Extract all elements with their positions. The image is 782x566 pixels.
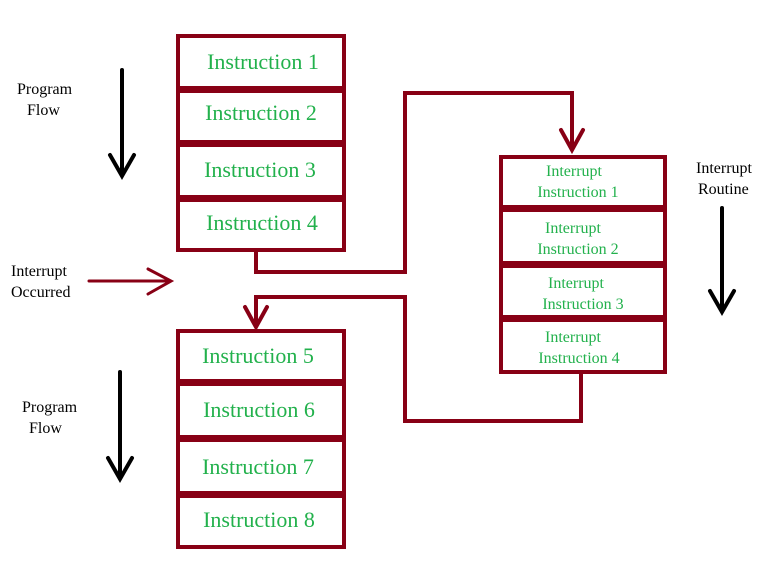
resume-instruction-block: Instruction 5 Instruction 6 Instruction …	[176, 329, 346, 549]
interrupt-routine-label: Interrupt Routine	[696, 160, 753, 198]
program-flow-arrow-bottom	[106, 370, 134, 484]
instruction-6: Instruction 6	[203, 397, 315, 422]
instruction-5: Instruction 5	[202, 343, 314, 368]
instruction-8: Instruction 8	[203, 507, 315, 532]
interrupt-instruction-2-line2: Instruction 2	[537, 241, 618, 258]
interrupt-instruction-1-line2: Instruction 1	[537, 184, 618, 201]
interrupt-routine-flow-arrow	[708, 206, 736, 317]
main-instruction-block: Instruction 1 Instruction 2 Instruction …	[176, 34, 346, 252]
program-flow-bottom-line1: Program	[22, 399, 78, 416]
interrupt-instruction-1-line1: Interrupt	[546, 163, 603, 180]
interrupt-instruction-4-line2: Instruction 4	[538, 350, 619, 367]
interrupt-routine-line2: Routine	[698, 181, 749, 198]
instruction-3: Instruction 3	[204, 157, 316, 182]
program-flow-top-line1: Program	[17, 81, 73, 98]
return-connector	[243, 295, 583, 423]
interrupt-jump-connector	[254, 91, 585, 274]
program-flow-arrow-top	[108, 68, 136, 181]
interrupt-routine-block: Interrupt Instruction 1 Interrupt Instru…	[499, 155, 667, 374]
interrupt-instruction-4-line1: Interrupt	[545, 329, 602, 346]
interrupt-occurred-arrow	[87, 267, 175, 296]
interrupt-instruction-2-line1: Interrupt	[545, 220, 602, 237]
program-flow-label-top: Program Flow	[17, 81, 73, 119]
interrupt-occurred-line1: Interrupt	[11, 263, 68, 280]
instruction-1: Instruction 1	[207, 49, 319, 74]
interrupt-routine-line1: Interrupt	[696, 160, 753, 177]
instruction-4: Instruction 4	[206, 210, 318, 235]
interrupt-occurred-line2: Occurred	[11, 284, 71, 301]
program-flow-top-line2: Flow	[27, 102, 60, 119]
interrupt-occurred-label: Interrupt Occurred	[11, 263, 71, 301]
program-flow-label-bottom: Program Flow	[22, 399, 78, 437]
interrupt-instruction-3-line1: Interrupt	[548, 275, 605, 292]
program-flow-bottom-line2: Flow	[29, 420, 62, 437]
instruction-7: Instruction 7	[202, 454, 314, 479]
instruction-2: Instruction 2	[205, 100, 317, 125]
interrupt-instruction-3-line2: Instruction 3	[542, 296, 623, 313]
